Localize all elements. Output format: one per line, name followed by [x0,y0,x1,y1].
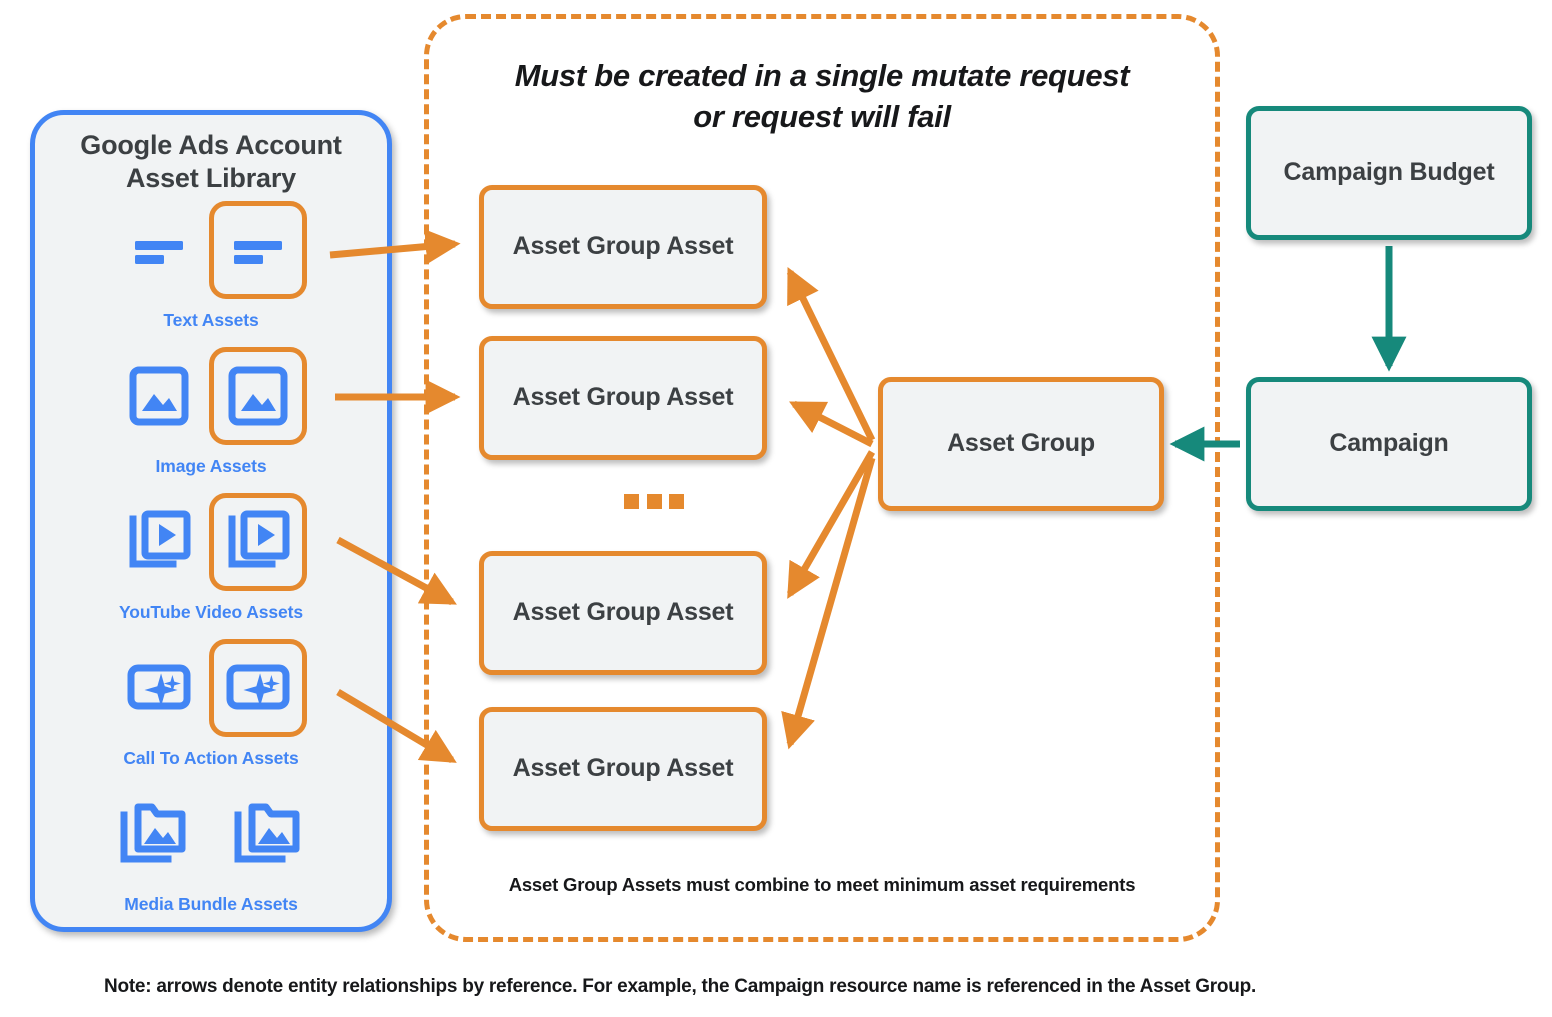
asset-label-media-bundle: Media Bundle Assets [124,894,298,914]
image-asset-icon [115,352,203,440]
ellipsis-dot-3 [669,493,684,509]
asset-icons-video [35,493,387,591]
asset-label-text: Text Assets [163,310,259,330]
asset-row-cta[interactable]: Call To Action Assets [35,639,387,769]
asset-row-text[interactable]: Text Assets [35,201,387,331]
asset-group-asset-node-4[interactable]: Asset Group Asset [479,707,767,831]
mutate-container-title: Must be created in a single mutate reque… [424,56,1220,138]
asset-library-panel: Google Ads Account Asset Library [30,110,392,932]
text-asset-icon [115,206,203,294]
mutate-title-line2: or request will fail [693,98,951,134]
asset-icons-text [35,201,387,299]
asset-row-image[interactable]: Image Assets [35,347,387,477]
asset-icons-media-bundle [35,785,387,883]
asset-group-asset-node-2[interactable]: Asset Group Asset [479,336,767,460]
asset-library-title-line2: Asset Library [126,163,296,194]
call-to-action-icon [115,644,203,732]
image-asset-icon-selected[interactable] [209,347,307,445]
asset-label-image: Image Assets [155,456,267,476]
video-asset-icon-selected[interactable] [209,493,307,591]
media-bundle-icon [110,790,198,878]
mutate-title-line1: Must be created in a single mutate reque… [514,58,1130,93]
mutate-container-footnote: Asset Group Assets must combine to meet … [508,874,1136,895]
asset-icons-image [35,347,387,445]
media-bundle-icon-2 [224,790,312,878]
asset-row-media-bundle[interactable]: Media Bundle Assets [35,785,387,915]
ellipsis-dot-2 [646,493,662,509]
video-asset-icon [115,498,203,586]
ellipsis-dot-1 [624,493,639,509]
footer-note: Note: arrows denote entity relationships… [104,976,1256,997]
asset-library-title-line1: Google Ads Account [80,130,342,160]
campaign-budget-node[interactable]: Campaign Budget [1246,106,1532,240]
campaign-node[interactable]: Campaign [1246,377,1532,511]
asset-library-title: Google Ads Account Asset Library [35,129,387,196]
asset-group-asset-node-3[interactable]: Asset Group Asset [479,551,767,675]
asset-label-cta: Call To Action Assets [123,748,299,768]
asset-icons-cta [35,639,387,737]
asset-label-video: YouTube Video Assets [118,602,304,622]
call-to-action-icon-selected[interactable] [209,639,307,737]
ellipsis-indicator [624,492,684,510]
asset-group-asset-node-1[interactable]: Asset Group Asset [479,185,767,309]
asset-row-video[interactable]: YouTube Video Assets [35,493,387,623]
asset-group-node[interactable]: Asset Group [878,377,1164,511]
text-asset-icon-selected[interactable] [209,201,307,299]
